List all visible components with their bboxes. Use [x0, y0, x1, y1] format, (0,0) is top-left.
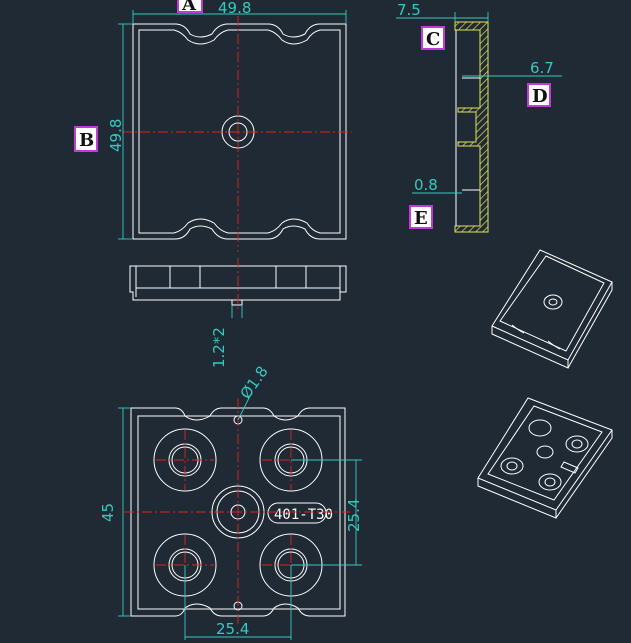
label-e: E: [414, 208, 428, 229]
bottom-view: 401-T30 Ø1.8 45 25.4 25.4: [99, 363, 363, 640]
dim-left-height: 49.8: [107, 119, 125, 152]
section-view: 7.5 6.7 0.8 C D E: [396, 1, 562, 233]
label-c: C: [426, 29, 440, 50]
label-b-box: [74, 126, 98, 152]
dim-pitch-horizontal: 25.4: [216, 620, 249, 638]
label-d-box: [527, 83, 551, 107]
isometric-top: [491, 249, 613, 369]
label-d: D: [532, 86, 548, 107]
part-mark: 401-T30: [274, 507, 333, 523]
label-a-box: [177, 0, 203, 13]
dim-hole-dia: Ø1.8: [237, 363, 272, 403]
isometric-bottom: [477, 397, 613, 519]
dim-top-width: 49.8: [218, 0, 251, 17]
dim-pin: 1.2*2: [210, 327, 228, 368]
top-view-outline: [132, 23, 347, 240]
part-mark-frame: [267, 502, 327, 524]
section-hatch: [454, 21, 489, 233]
label-a: A: [181, 0, 197, 15]
dim-wall-thickness: 0.8: [414, 176, 438, 194]
top-view: 49.8 49.8 A B: [74, 0, 352, 252]
dim-section-depth: 6.7: [530, 59, 554, 77]
side-view: 1.2*2: [129, 258, 347, 368]
dim-pitch-vertical: 25.4: [345, 499, 363, 532]
label-c-box: [421, 26, 445, 50]
dim-bottom-height: 45: [99, 503, 117, 522]
label-b: B: [79, 130, 94, 151]
dim-section-width: 7.5: [397, 1, 421, 19]
label-e-box: [409, 205, 433, 229]
